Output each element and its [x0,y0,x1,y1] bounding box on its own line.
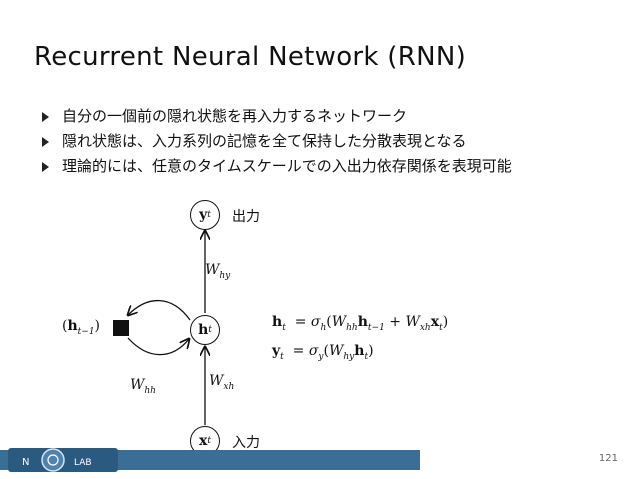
hidden-node-symbol: h [198,322,209,338]
time-subscript: t [207,210,211,220]
input-node-symbol: x [199,433,208,449]
bullet-text: 自分の一個前の隠れ状態を再入力するネットワーク [62,107,408,125]
triangle-bullet-icon [42,162,49,172]
weight-subscript: hy [219,270,231,281]
arrow-delay-to-hidden [127,338,189,356]
arrow-hidden-to-delay [128,299,191,321]
bullet-text: 理論的には、任意のタイムスケールでの入出力依存関係を表現可能 [62,157,512,175]
delay-unit-square [113,320,129,336]
time-subscript: t [208,325,212,335]
bullet-item: 理論的には、任意のタイムスケールでの入出力依存関係を表現可能 [40,154,512,179]
equation-hidden-update: ht = σh(Whhht−1 + Wxhxt) [272,314,449,333]
eq2-sigma-subscript: y [318,351,324,362]
input-label: 入力 [232,435,260,451]
weight-subscript: hh [144,385,156,396]
lab-logo: N LAB [8,448,118,472]
page-number: 121 [598,453,618,464]
weight-symbol: W [130,377,145,393]
equation-output: yt = σy(Whyht) [272,343,374,362]
bullet-list: 自分の一個前の隠れ状態を再入力するネットワーク 隠れ状態は、入力系列の記憶を全て… [40,104,512,179]
logo-left-text: N [22,457,29,468]
weight-w-hy: Why [205,262,230,281]
triangle-bullet-icon [42,137,49,147]
time-subscript: t [207,436,211,446]
eq1-lhs: h [272,314,283,330]
logo-right-text: LAB [74,458,92,468]
prev-h-symbol: h [67,318,78,334]
bullet-item: 隠れ状態は、入力系列の記憶を全て保持した分散表現となる [40,129,512,154]
eq2-lhs: y [272,343,281,359]
output-label: 出力 [232,209,260,225]
bullet-item: 自分の一個前の隠れ状態を再入力するネットワーク [40,104,512,129]
eq1-sigma-subscript: h [320,322,327,333]
output-node-symbol: y [199,207,208,223]
weight-symbol: W [205,262,220,278]
weight-symbol: W [209,373,224,389]
triangle-bullet-icon [42,112,49,122]
previous-hidden-state: (ht−1) [62,318,101,337]
slide-title: Recurrent Neural Network (RNN) [34,42,467,72]
weight-w-xh: Wxh [209,373,234,392]
weight-subscript: xh [223,381,235,392]
weight-w-hh: Whh [130,377,156,396]
prev-subscript: t−1 [77,326,95,337]
bullet-text: 隠れ状態は、入力系列の記憶を全て保持した分散表現となる [62,132,467,150]
